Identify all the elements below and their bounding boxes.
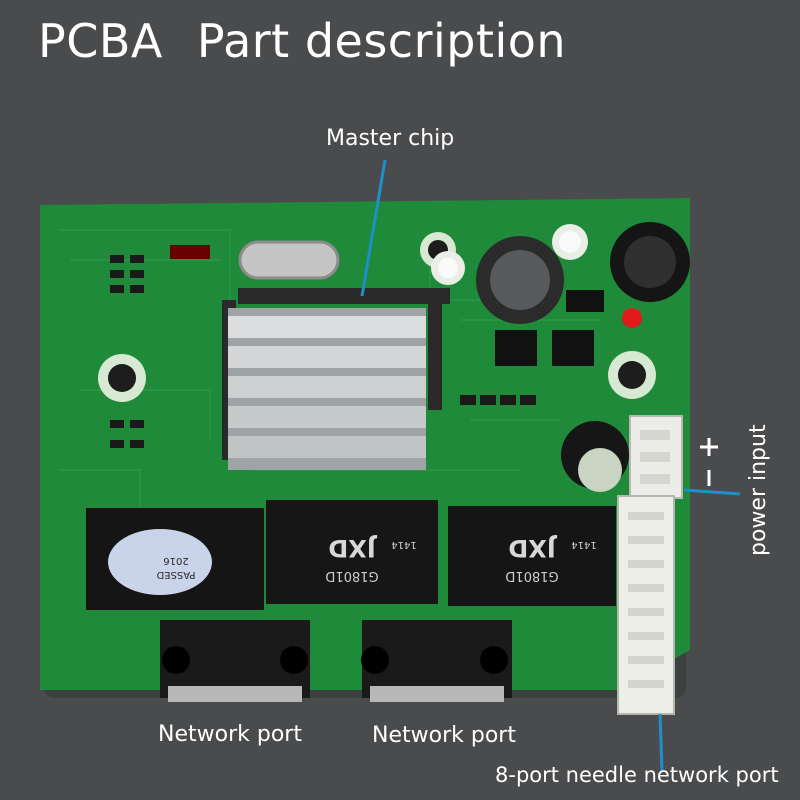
svg-text:PASSED: PASSED [156, 569, 195, 580]
needle-connector [617, 495, 675, 715]
mosfet-2 [552, 330, 594, 366]
svg-text:G1801D: G1801D [325, 568, 378, 583]
mosfet-1 [495, 330, 537, 366]
heatsink [228, 308, 426, 470]
svg-text:1414: 1414 [571, 539, 596, 550]
master-chip-label: Master chip [326, 126, 455, 151]
chip-marking-2: G1801D JXD 1414 [325, 534, 416, 583]
crystal-oscillator [238, 240, 340, 280]
power-connector [629, 415, 683, 499]
svg-text:JXD: JXD [328, 534, 377, 562]
transformer-1 [86, 508, 264, 610]
heading-title: Part description [196, 14, 567, 68]
svg-text:1414: 1414 [391, 539, 416, 550]
page-title: PCBA Part description [38, 14, 566, 68]
power-input-pointer [683, 488, 741, 496]
sticker-text: PASSED 2016 [156, 555, 195, 580]
power-led [622, 308, 642, 328]
rj45-port-1 [160, 620, 310, 702]
rj45-port-2 [361, 620, 512, 702]
chip-marking-3: G1801D JXD 1414 [505, 534, 596, 583]
transformer-2 [266, 500, 438, 604]
network-port-label-1: Network port [158, 722, 302, 747]
needle-port-label: 8-port needle network port [495, 763, 779, 787]
transformer-3 [448, 506, 616, 606]
power-input-label: power input [746, 424, 771, 556]
needle-port-pointer [658, 713, 664, 773]
svg-text:JXD: JXD [508, 534, 557, 562]
network-port-label-2: Network port [372, 723, 516, 748]
svg-text:2016: 2016 [163, 555, 188, 566]
svg-text:G1801D: G1801D [505, 568, 558, 583]
brand-title: PCBA [38, 14, 163, 68]
master-chip-pointer [360, 159, 387, 297]
